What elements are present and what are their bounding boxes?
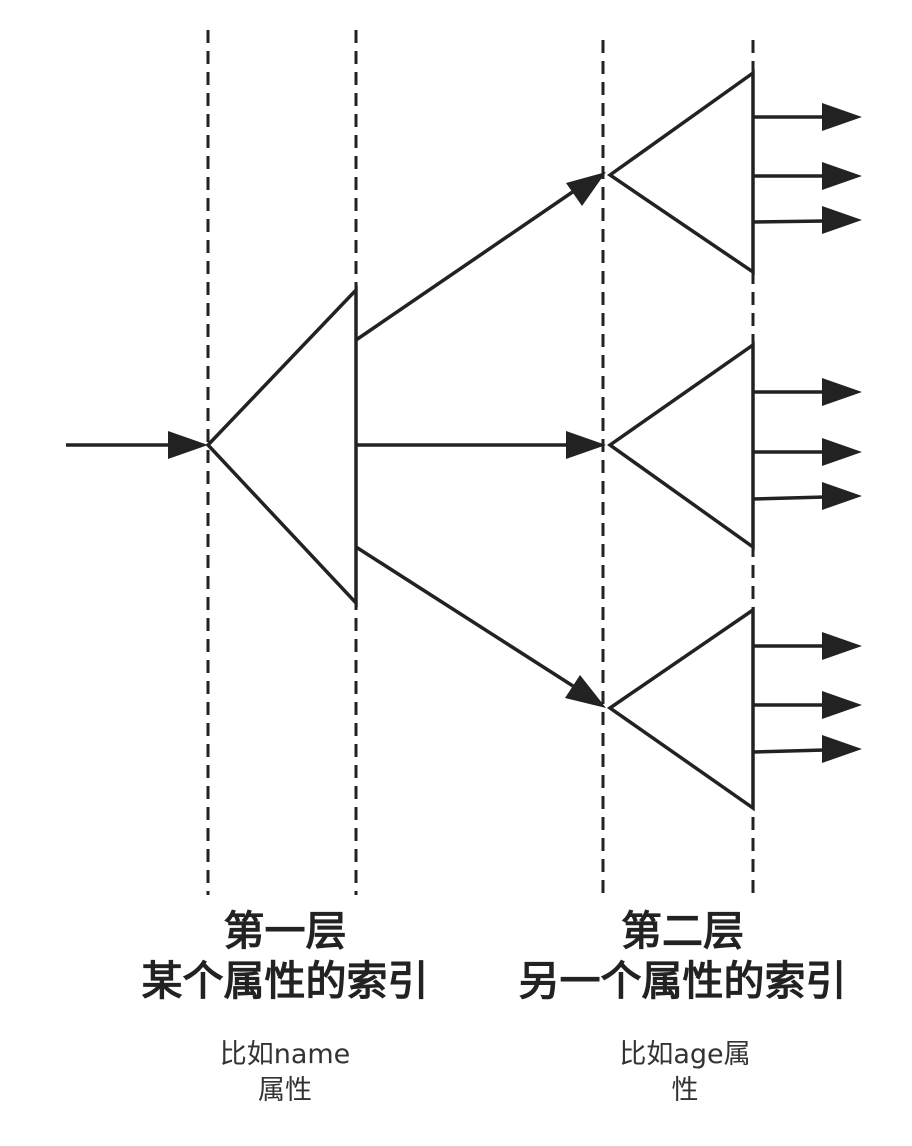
layer2-note-line2: 性 xyxy=(671,1075,699,1106)
layer2-caption: 第二层 另一个属性的索引 xyxy=(480,906,885,1006)
edge-middle xyxy=(356,431,606,459)
layer2-note-line1: 比如age属 xyxy=(619,1039,751,1070)
layer2-index-node-middle xyxy=(606,341,755,551)
layer1-note-line1: 比如name xyxy=(219,1039,351,1070)
layer1-note: 比如name 属性 xyxy=(180,1037,390,1109)
output-arrow xyxy=(752,206,862,234)
output-arrow xyxy=(752,482,862,510)
layer2-index-node-bottom xyxy=(606,606,755,812)
layer1-index-node xyxy=(205,285,358,608)
layer1-title: 第一层 xyxy=(223,907,347,955)
output-arrow xyxy=(753,691,862,719)
layer2-index-node-top xyxy=(606,69,755,276)
layer2-note: 比如age属 性 xyxy=(575,1037,795,1109)
edge-bottom xyxy=(355,545,606,708)
layer1-note-line2: 属性 xyxy=(258,1075,312,1106)
layer1-caption: 第一层 某个属性的索引 xyxy=(100,906,470,1006)
output-arrow xyxy=(753,103,862,131)
input-arrow xyxy=(66,431,208,459)
layer2-subtitle: 另一个属性的索引 xyxy=(518,957,847,1005)
output-arrow xyxy=(752,735,862,763)
layer1-subtitle: 某个属性的索引 xyxy=(141,957,429,1005)
output-arrow xyxy=(753,378,862,406)
output-arrow xyxy=(753,632,862,660)
edge-top xyxy=(355,172,606,342)
output-arrow xyxy=(753,162,862,190)
output-arrow xyxy=(753,438,862,466)
layer2-title: 第二层 xyxy=(621,907,744,955)
